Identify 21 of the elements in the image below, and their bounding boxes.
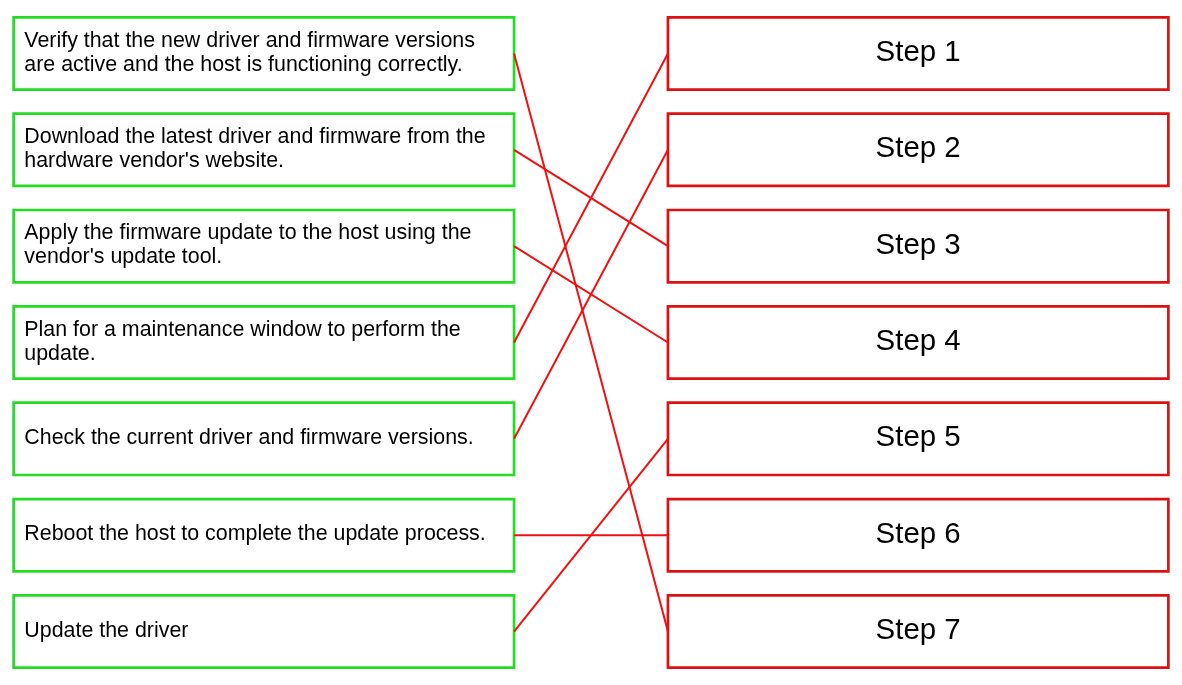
connector	[513, 245, 669, 344]
node-box: Plan for a maintenance window to perform the update.	[12, 305, 516, 380]
node-box: Verify that the new driver and firmware versions are active and the host is functioning correctly.	[12, 16, 516, 91]
connector	[513, 148, 669, 247]
node-box: Reboot the host to complete the update process.	[12, 497, 516, 573]
node-box: Download the latest driver and firmware from the hardware vendor's website.	[12, 112, 516, 188]
connector	[514, 534, 668, 537]
node-box: Step 4	[666, 305, 1170, 380]
node-box: Update the driver	[12, 594, 516, 669]
node-box: Step 1	[666, 16, 1170, 91]
connector	[513, 53, 669, 343]
node-box: Step 2	[666, 112, 1170, 188]
connector	[513, 53, 669, 632]
node-box: Apply the firmware update to the host using the vendor's update tool.	[12, 208, 516, 284]
node-box: Step 3	[666, 208, 1170, 284]
connector	[513, 149, 669, 440]
connector	[513, 438, 669, 633]
node-box: Step 7	[666, 594, 1170, 669]
node-box: Check the current driver and firmware versions.	[12, 401, 516, 477]
node-box: Step 6	[666, 497, 1170, 573]
node-box: Step 5	[666, 401, 1170, 477]
